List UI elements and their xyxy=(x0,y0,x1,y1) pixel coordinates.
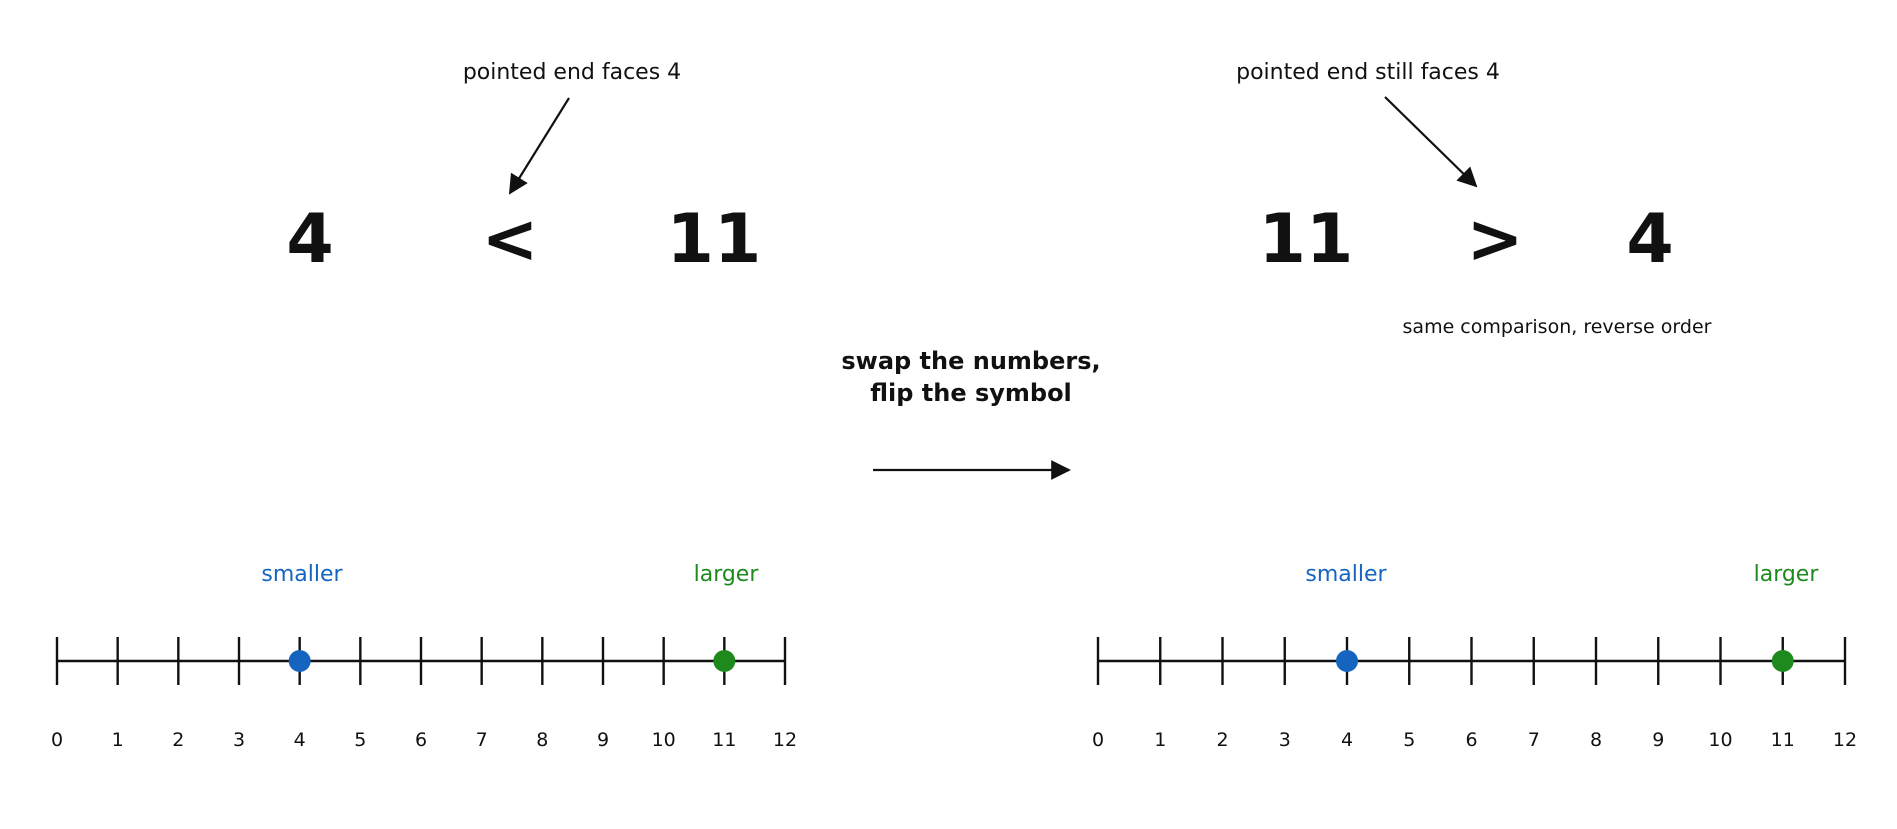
left-line-tick-label-10: 10 xyxy=(652,729,676,751)
left-annotation: pointed end faces 4 xyxy=(463,60,681,85)
right-caption: same comparison, reverse order xyxy=(1403,316,1712,338)
left-annotation-arrow xyxy=(508,97,570,195)
right-line-tick-label-7: 7 xyxy=(1528,729,1540,751)
right-annotation: pointed end still faces 4 xyxy=(1236,60,1500,85)
left-line-tick-label-6: 6 xyxy=(415,729,427,751)
left-smaller-label: smaller xyxy=(261,562,343,587)
left-number-a: 4 xyxy=(286,200,333,279)
right-line-tick-label-2: 2 xyxy=(1216,729,1228,751)
left-line-tick-label-8: 8 xyxy=(536,729,548,751)
left-line-tick-label-11: 11 xyxy=(712,729,736,751)
right-number-b: 4 xyxy=(1626,200,1673,279)
left-panel: pointed end faces 4 4 < 11 smaller large… xyxy=(51,60,797,751)
swap-text-line-2: flip the symbol xyxy=(870,379,1072,407)
center-transition: swap the numbers, flip the symbol xyxy=(841,347,1101,480)
left-line-tick-label-0: 0 xyxy=(51,729,63,751)
left-line-tick-label-1: 1 xyxy=(112,729,124,751)
right-line-tick-label-4: 4 xyxy=(1341,729,1353,751)
right-line-tick-label-5: 5 xyxy=(1403,729,1415,751)
left-line-tick-label-5: 5 xyxy=(354,729,366,751)
right-line-tick-label-1: 1 xyxy=(1154,729,1166,751)
right-line-larger-point xyxy=(1771,650,1794,672)
right-line-tick-label-12: 12 xyxy=(1833,729,1857,751)
right-larger-label: larger xyxy=(1754,562,1820,587)
right-line-tick-label-10: 10 xyxy=(1708,729,1732,751)
left-line-smaller-point xyxy=(288,650,311,672)
left-line-tick-label-4: 4 xyxy=(294,729,306,751)
right-line-tick-label-0: 0 xyxy=(1092,729,1104,751)
left-line-tick-label-9: 9 xyxy=(597,729,609,751)
right-number-a: 11 xyxy=(1259,200,1354,279)
left-number-b: 11 xyxy=(667,200,762,279)
greater-than-symbol: > xyxy=(1467,200,1524,279)
right-line-tick-label-3: 3 xyxy=(1279,729,1291,751)
left-line-tick-label-2: 2 xyxy=(172,729,184,751)
left-larger-label: larger xyxy=(694,562,760,587)
left-line-tick-label-3: 3 xyxy=(233,729,245,751)
right-line-tick-label-11: 11 xyxy=(1771,729,1795,751)
swap-text-line-1: swap the numbers, xyxy=(841,347,1100,375)
left-line-tick-label-7: 7 xyxy=(476,729,488,751)
right-smaller-label: smaller xyxy=(1305,562,1387,587)
right-line-smaller-point xyxy=(1336,650,1358,672)
left-line-larger-point xyxy=(713,650,736,672)
right-line-tick-label-6: 6 xyxy=(1465,729,1477,751)
left-line-tick-label-12: 12 xyxy=(773,729,797,751)
less-than-symbol: < xyxy=(482,200,539,279)
right-line-tick-label-8: 8 xyxy=(1590,729,1602,751)
right-annotation-arrow xyxy=(1384,96,1478,188)
right-line-tick-label-9: 9 xyxy=(1652,729,1664,751)
right-panel: pointed end still faces 4 11 > 4 same co… xyxy=(1092,60,1857,751)
